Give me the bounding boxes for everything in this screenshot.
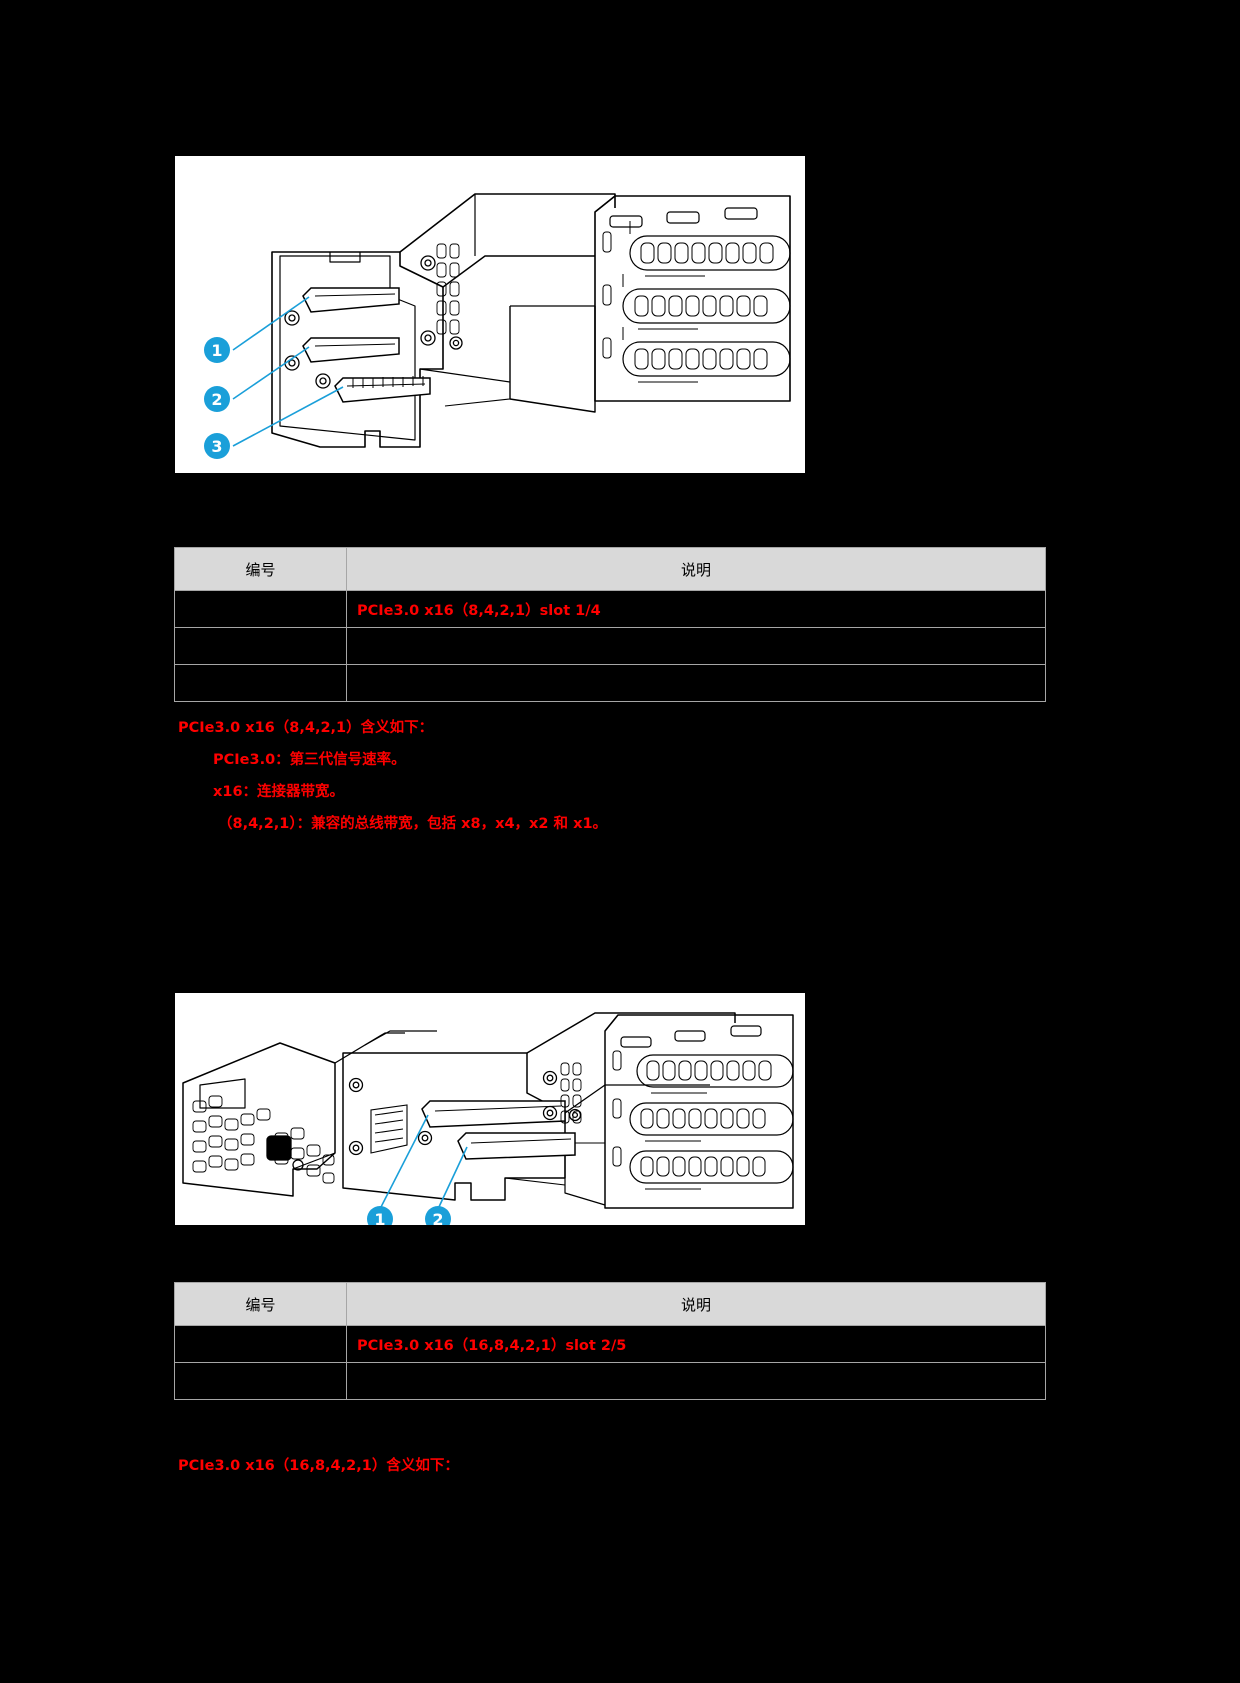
slot-description-table-2: 编号 说明 PCIe3.0 x16（16,8,4,2,1）slot 2/5 [174,1282,1046,1400]
table-row [174,1362,1046,1400]
cell-description: PCIe3.0 x16（16,8,4,2,1）slot 2/5 [346,1325,1046,1363]
note-line: （8,4,2,1）：兼容的总线带宽，包括 x8，x4，x2 和 x1。 [218,816,608,832]
riser-card-figure-1: 1 2 3 [175,156,805,473]
cell-description [346,664,1046,702]
cell-number [174,1362,347,1400]
cell-number [174,590,347,628]
pcie-legend-note-1: PCIe3.0 x16（8,4,2,1）含义如下： PCIe3.0：第三代信号速… [178,712,1078,840]
note-line: PCIe3.0：第三代信号速率。 [213,752,406,768]
cell-description [346,627,1046,665]
cell-number [174,1325,347,1363]
table-row [174,627,1046,665]
table-row: PCIe3.0 x16（8,4,2,1）slot 1/4 [174,590,1046,628]
table-header-row: 编号 说明 [174,547,1046,591]
svg-text:3: 3 [211,437,222,456]
slot-description-table-1: 编号 说明 PCIe3.0 x16（8,4,2,1）slot 1/4 [174,547,1046,702]
table-row [174,664,1046,702]
column-header-number: 编号 [174,1282,347,1326]
cell-number [174,664,347,702]
callout-bubble-group: 1 2 [367,1206,451,1225]
cell-description: PCIe3.0 x16（8,4,2,1）slot 1/4 [346,590,1046,628]
svg-text:2: 2 [211,390,222,409]
column-header-number: 编号 [174,547,347,591]
cell-number [174,627,347,665]
pcie-legend-note-2: PCIe3.0 x16（16,8,4,2,1）含义如下： [178,1450,1078,1482]
callout-bubble-group: 1 2 3 [204,337,230,459]
note-line: x16：连接器带宽。 [213,784,345,800]
svg-text:1: 1 [211,341,222,360]
table-header-row: 编号 说明 [174,1282,1046,1326]
svg-text:2: 2 [432,1210,443,1225]
riser-card-figure-2: 1 2 [175,993,805,1225]
svg-text:1: 1 [374,1210,385,1225]
note-line: PCIe3.0 x16（16,8,4,2,1）含义如下： [178,1458,459,1474]
cell-description [346,1362,1046,1400]
note-line: PCIe3.0 x16（8,4,2,1）含义如下： [178,720,434,736]
column-header-description: 说明 [346,1282,1046,1326]
table-row: PCIe3.0 x16（16,8,4,2,1）slot 2/5 [174,1325,1046,1363]
column-header-description: 说明 [346,547,1046,591]
